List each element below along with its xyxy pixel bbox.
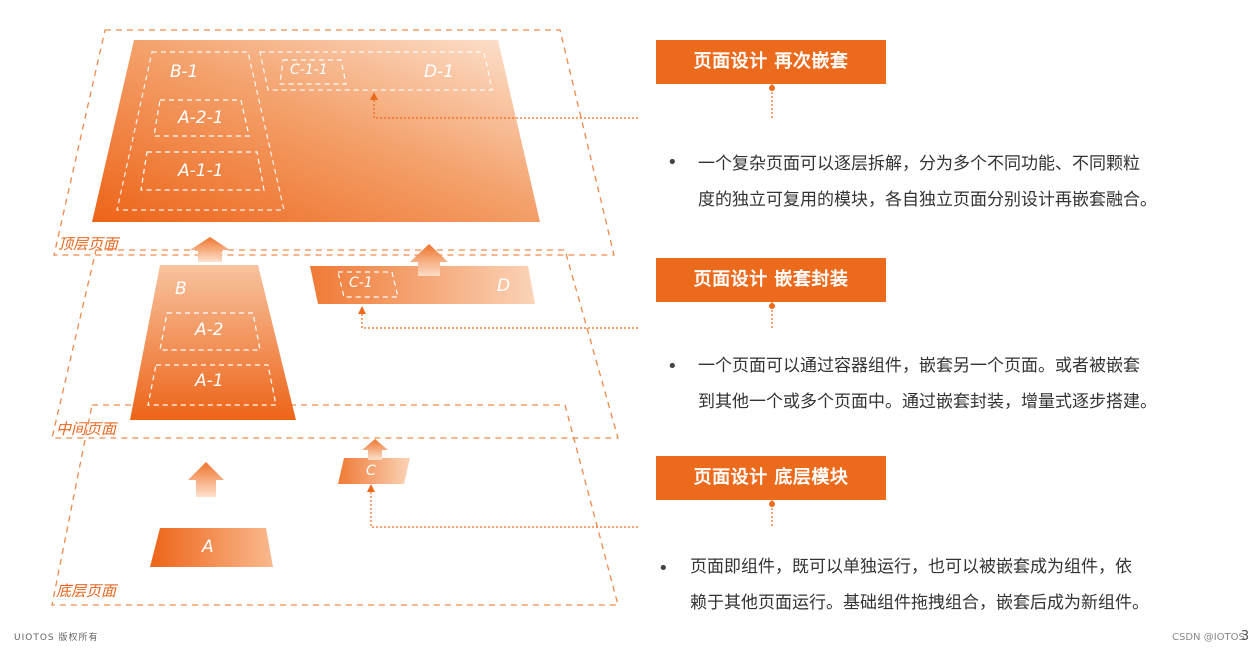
bottom-block-a-shape [150, 528, 273, 567]
section-3-bullet: • [658, 558, 669, 579]
block-d1-label: D-1 [424, 62, 455, 82]
diagram-svg [51, 29, 639, 606]
section-1-line-2: 度的独立可复用的模块，各自独立页面分别设计再嵌套融合。 [698, 190, 1157, 210]
tag-1-connector [769, 84, 775, 118]
footer-credit: CSDN @IOTOS3 [1172, 629, 1249, 644]
block-c-label: C [366, 463, 376, 479]
block-a2-label: A-2 [195, 320, 224, 340]
section-3-line-1: 页面即组件，既可以单独运行，也可以被嵌套成为组件，依 [690, 557, 1132, 577]
section-2-title: 页面设计 嵌套封装 [656, 258, 886, 302]
middle-plane-outline [51, 249, 619, 439]
tag-2-connector [769, 302, 775, 328]
block-b1-outline [116, 51, 285, 211]
block-a-label: A [202, 537, 214, 557]
section-1-line-1: 一个复杂页面可以逐层拆解，分为多个不同功能、不同颗粒 [698, 154, 1140, 174]
section-1-title: 页面设计 再次嵌套 [656, 40, 886, 84]
block-c11-label: C-1-1 [290, 62, 328, 78]
page-number: 3 [1240, 629, 1250, 644]
connector-bottom [370, 488, 639, 528]
block-c1-outline [337, 271, 399, 298]
section-3-title: 页面设计 底层模块 [656, 456, 886, 500]
block-d1-outline [259, 51, 493, 91]
bottom-plane-outline [51, 404, 619, 606]
section-2-bullet: • [667, 356, 678, 377]
block-b1-label: B-1 [170, 62, 199, 82]
tag-3-connector [769, 500, 775, 527]
block-c1-label: C-1 [349, 275, 373, 291]
block-a11-outline [140, 151, 265, 191]
block-c11-outline [279, 59, 347, 85]
layer-label-bottom: 底层页面 [56, 582, 117, 600]
layer-diagram: 顶层页面 中间页面 底层页面 B-1 A-2-1 A-1-1 C-1-1 D-1… [0, 0, 640, 620]
section-1-bullet: • [667, 152, 678, 173]
middle-block-d-shape [310, 266, 535, 304]
up-arrow-1 [190, 237, 230, 262]
connector-top [373, 96, 639, 119]
section-2-line-1: 一个页面可以通过容器组件，嵌套另一个页面。或者被嵌套 [698, 356, 1140, 376]
top-plane-outline [53, 29, 615, 256]
connector-middle [361, 310, 639, 329]
connector-bottom-arrowhead [367, 484, 375, 492]
block-a1-label: A-1 [195, 371, 224, 391]
block-b-label: B [175, 279, 187, 299]
block-a21-outline [153, 99, 250, 137]
footer-copyright: UIOTOS 版权所有 [14, 633, 99, 643]
section-3-line-2: 赖于其他页面运行。基础组件拖拽组合，嵌套后成为新组件。 [690, 593, 1149, 613]
layer-label-top: 顶层页面 [58, 235, 119, 253]
connector-top-arrowhead [370, 92, 378, 100]
block-a21-label: A-2-1 [178, 108, 224, 128]
up-arrow-3 [188, 462, 224, 497]
section-3-description: 页面即组件，既可以单独运行，也可以被嵌套成为组件，依 赖于其他页面运行。基础组件… [690, 549, 1149, 621]
top-page-shape [92, 40, 540, 222]
layer-label-middle: 中间页面 [56, 420, 117, 438]
footer-credit-text: CSDN @IOTOS [1172, 632, 1245, 643]
section-2-description: 一个页面可以通过容器组件，嵌套另一个页面。或者被嵌套 到其他一个或多个页面中。通… [698, 348, 1157, 420]
bottom-block-c-shape [338, 458, 410, 484]
block-d-label: D [497, 276, 511, 296]
block-a1-outline [147, 364, 277, 406]
block-a11-label: A-1-1 [178, 161, 224, 181]
up-arrow-2 [410, 244, 448, 276]
section-2-line-2: 到其他一个或多个页面中。通过嵌套封装，增量式逐步搭建。 [698, 392, 1157, 412]
connector-middle-arrowhead [358, 306, 366, 314]
section-1-description: 一个复杂页面可以逐层拆解，分为多个不同功能、不同颗粒 度的独立可复用的模块，各自… [698, 146, 1157, 218]
block-a2-outline [159, 312, 261, 351]
up-arrow-4 [362, 439, 388, 460]
middle-block-b-shape [130, 265, 296, 420]
